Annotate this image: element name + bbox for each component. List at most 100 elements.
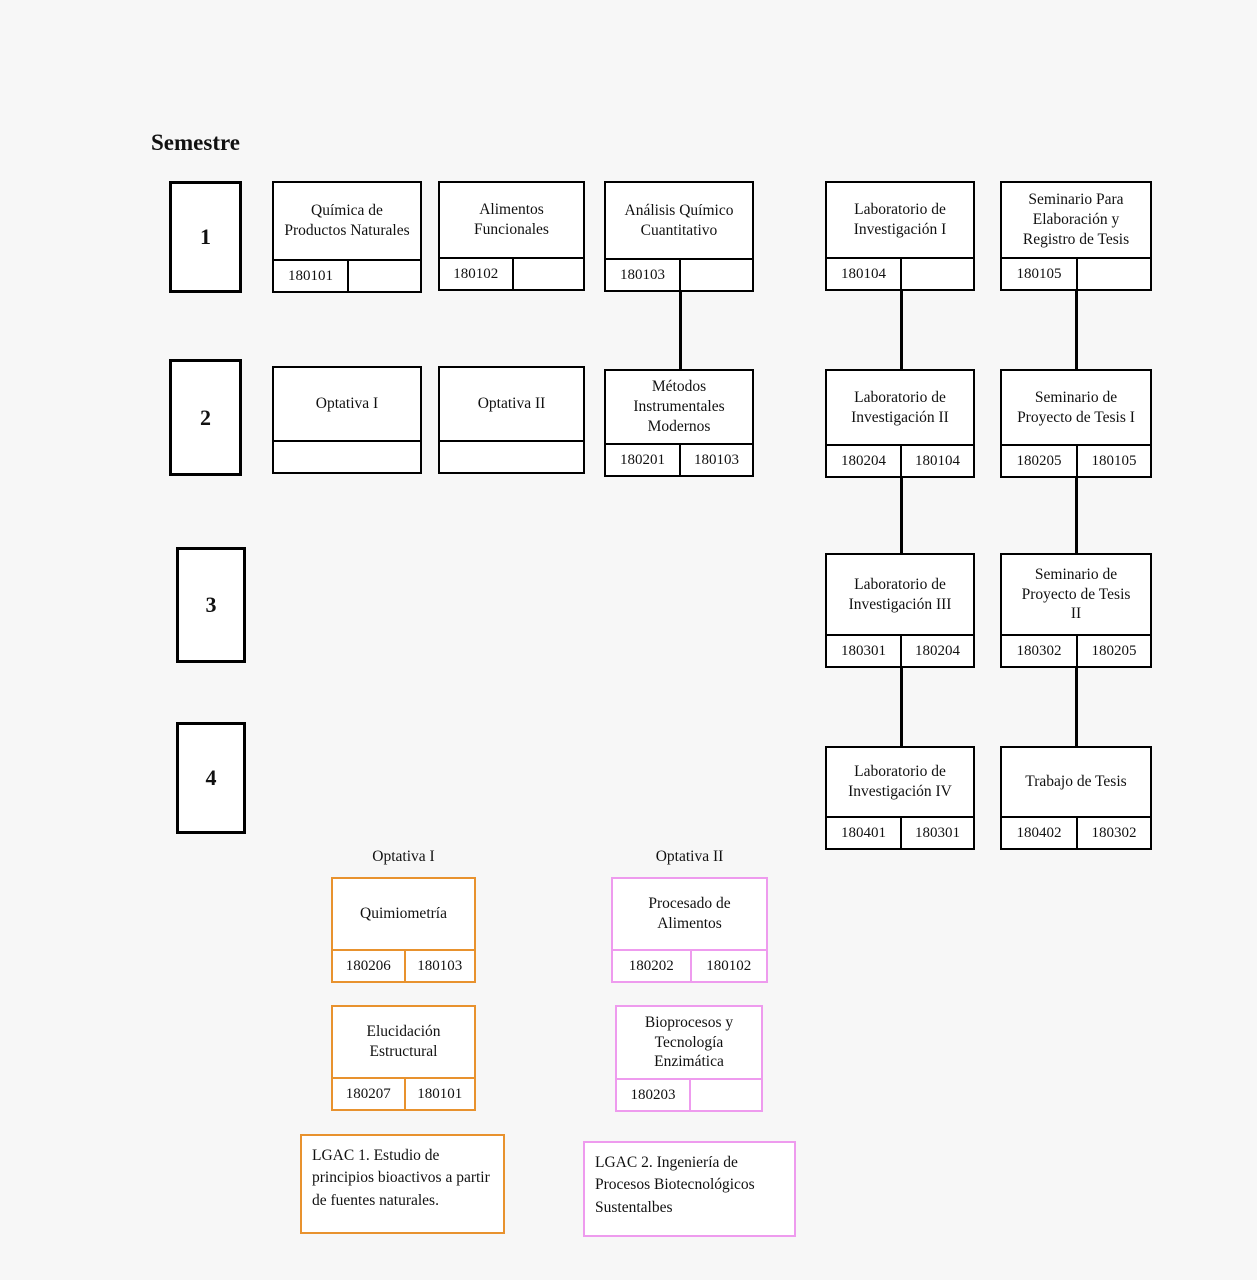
- course-prereq: 180103: [679, 445, 752, 475]
- course-prereq: [689, 1080, 761, 1110]
- connector-seminario-to-proyecto1: [1075, 291, 1078, 369]
- course-code: [274, 442, 420, 472]
- course-prereq: [511, 259, 584, 289]
- course-prereq: 180101: [403, 1079, 475, 1109]
- connector-180103-to-metodos: [679, 291, 682, 369]
- course-codes: 180102: [440, 257, 583, 289]
- course-codes: 180103: [606, 258, 752, 290]
- course-trabajo-de-tesis[interactable]: Trabajo de Tesis 180402 180302: [1000, 746, 1152, 850]
- course-codes: 180206 180103: [333, 949, 474, 981]
- semester-label: 4: [205, 765, 217, 790]
- group-label-optativa-i: Optativa I: [372, 848, 435, 865]
- course-codes: 180104: [827, 257, 973, 289]
- semester-box-3: 3: [176, 547, 246, 663]
- course-codes: 180105: [1002, 257, 1150, 289]
- course-prereq: 180205: [1076, 636, 1150, 666]
- course-code: 180402: [1016, 824, 1062, 841]
- course-optativa-i-slot[interactable]: Optativa I: [272, 366, 422, 474]
- course-title: Quimiometría: [360, 905, 447, 923]
- course-prereq: [347, 261, 420, 291]
- course-prereq: 180105: [1076, 446, 1150, 476]
- course-codes: [274, 440, 420, 472]
- course-codes: 180203: [617, 1078, 761, 1110]
- group-label-optativa-ii: Optativa II: [655, 848, 724, 865]
- course-prereq: [900, 259, 973, 289]
- course-codes: 180207 180101: [333, 1077, 474, 1109]
- course-title: Trabajo de Tesis: [1025, 773, 1127, 791]
- course-code: 180206: [345, 957, 391, 974]
- course-code: 180105: [1016, 265, 1062, 282]
- course-code: 180302: [1016, 642, 1062, 659]
- semester-box-2: 2: [169, 359, 242, 476]
- course-prereq: 180204: [900, 636, 973, 666]
- course-quimiometria[interactable]: Quimiometría 180206 180103: [331, 877, 476, 983]
- course-codes: [440, 440, 583, 472]
- page-title: Semestre: [151, 130, 240, 155]
- course-prereq: 180301: [900, 818, 973, 848]
- course-codes: 180202 180102: [613, 949, 766, 981]
- course-codes: 180402 180302: [1002, 816, 1150, 848]
- course-code: 180301: [841, 642, 886, 659]
- course-code: 180207: [345, 1085, 391, 1102]
- course-prereq: 180103: [403, 951, 475, 981]
- connector-proyecto2-to-trabajo: [1075, 668, 1078, 746]
- course-code: 180205: [1016, 452, 1062, 469]
- legend-lgac-1: LGAC 1. Estudio de principios bioactivos…: [300, 1134, 505, 1234]
- course-prereq: 180104: [900, 446, 973, 476]
- course-code: [440, 442, 583, 472]
- course-code: 180103: [620, 266, 665, 283]
- course-code: 180102: [453, 265, 499, 282]
- course-prereq: [1076, 259, 1150, 289]
- course-codes: 180401 180301: [827, 816, 973, 848]
- semester-label: 1: [200, 224, 211, 249]
- legend-lgac-2: LGAC 2. Ingeniería de Procesos Biotecnol…: [583, 1141, 796, 1237]
- course-title: Optativa II: [477, 395, 546, 413]
- semester-box-1: 1: [169, 181, 242, 293]
- course-codes: 180201 180103: [606, 443, 752, 475]
- semester-box-4: 4: [176, 722, 246, 834]
- course-code: 180104: [841, 265, 886, 282]
- course-codes: 180204 180104: [827, 444, 973, 476]
- course-codes: 180205 180105: [1002, 444, 1150, 476]
- course-prereq: 180102: [689, 951, 767, 981]
- course-codes: 180302 180205: [1002, 634, 1150, 666]
- course-code: 180203: [630, 1086, 676, 1103]
- course-title: Optativa I: [315, 395, 379, 413]
- course-prereq: [679, 260, 752, 290]
- course-codes: 180101: [274, 259, 420, 291]
- course-prereq: 180302: [1076, 818, 1150, 848]
- course-optativa-ii-slot[interactable]: Optativa II: [438, 366, 585, 474]
- course-code: 180401: [841, 824, 886, 841]
- semester-label: 3: [205, 592, 217, 617]
- connector-proyecto1-to-proyecto2: [1075, 478, 1078, 553]
- connector-lab3-to-lab4: [900, 668, 903, 746]
- semester-label: 2: [200, 404, 211, 430]
